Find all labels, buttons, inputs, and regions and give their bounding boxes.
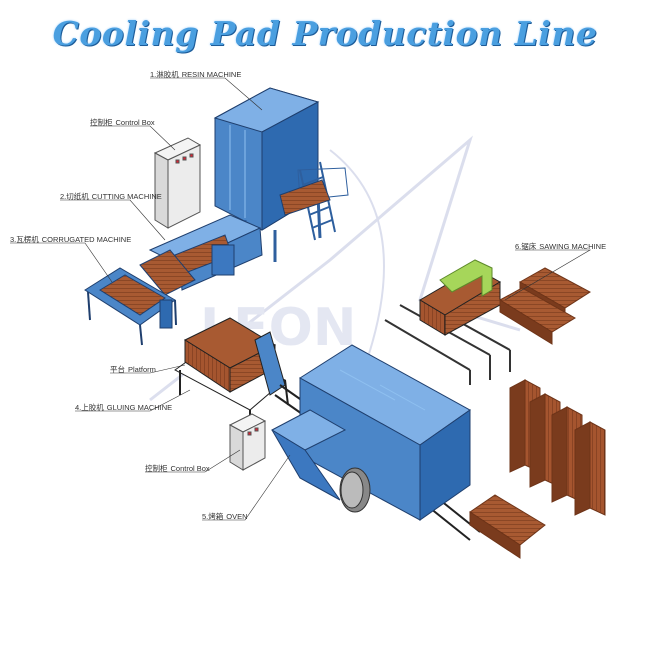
corrugated-machine bbox=[84, 267, 177, 346]
page-title: Cooling Pad Production Line bbox=[52, 14, 598, 53]
gluing-machine bbox=[174, 317, 289, 430]
cutting-machine bbox=[139, 214, 263, 296]
finished-pad-side bbox=[469, 511, 521, 559]
control-box-bottom bbox=[228, 413, 267, 471]
saw-output-pads bbox=[499, 267, 591, 345]
finished-pad-stack bbox=[509, 379, 606, 516]
leader-lines bbox=[10, 77, 592, 521]
oven bbox=[270, 344, 471, 521]
control-box-top bbox=[153, 137, 202, 229]
resin-machine bbox=[213, 87, 349, 262]
sawing-machine bbox=[384, 259, 511, 385]
